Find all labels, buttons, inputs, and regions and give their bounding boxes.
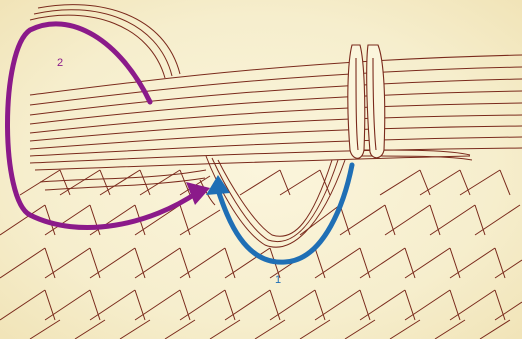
step-2-label: 2 xyxy=(57,57,63,69)
step-1-label: 1 xyxy=(275,274,281,286)
